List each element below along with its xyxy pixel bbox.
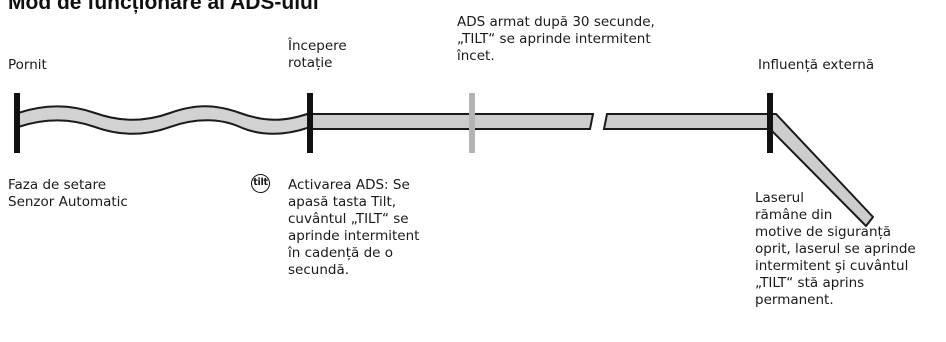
label-influenta-externa: Influență externă [758, 57, 875, 73]
rotation-band-left [311, 113, 595, 130]
external-influence-marker [767, 93, 773, 153]
tilt-key-icon: tilt [251, 174, 270, 193]
rotation-start-marker [307, 93, 313, 153]
label-ads-armat: ADS armat după 30 secunde, „TILT“ se apr… [457, 14, 655, 64]
label-faza-setare: Faza de setare Senzor Automatic [8, 177, 128, 210]
page-title: Mod de funcționare al ADS-ului [8, 0, 319, 14]
setup-phase-wave [17, 105, 311, 135]
label-incepere-rotatie: Începere rotație [288, 38, 347, 71]
start-marker [14, 93, 20, 153]
rotation-band-right [602, 113, 771, 130]
label-activarea-ads: Activarea ADS: Se apasă tasta Tilt, cuvâ… [288, 177, 420, 278]
ads-armed-marker [469, 93, 475, 153]
label-laserul: Laserul rămâne din motive de siguranță o… [755, 190, 916, 308]
label-pornit: Pornit [8, 57, 47, 73]
